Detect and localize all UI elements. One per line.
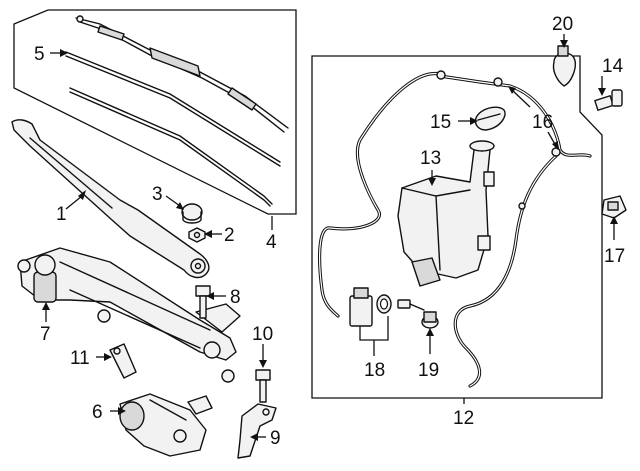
wiper-blade-refill [65,51,281,167]
bolt-10 [255,369,271,403]
wiper-arm [11,119,210,279]
callout-13: 13 [420,148,441,169]
callout-leaders [42,34,618,441]
clip-17 [601,195,627,219]
bolt-14 [594,89,623,111]
washer-group-frame [311,55,603,399]
callout-20: 20 [552,14,573,35]
wiper-blade-rubber [69,87,273,207]
callout-12: 12 [453,408,474,429]
washer-pump [349,287,373,327]
callout-17: 17 [604,246,625,267]
callout-6: 6 [92,402,103,423]
washer-reservoir [397,140,495,287]
wiper-linkage [17,247,241,383]
callout-4: 4 [266,232,277,253]
level-sensor [397,299,439,329]
callout-7: 7 [40,324,51,345]
bracket-9 [237,403,277,459]
pivot-nut [188,227,206,243]
callout-11: 11 [70,348,90,369]
bracket-11 [109,343,137,379]
pivot-cap [181,203,203,224]
callout-1: 1 [56,204,67,225]
washer-hose [318,70,592,388]
bolt-8 [195,285,211,319]
callout-10: 10 [252,324,273,345]
callout-14: 14 [602,56,624,77]
wiper-motor [119,393,213,457]
callout-3: 3 [152,184,163,205]
callout-19: 19 [418,360,439,381]
callout-15: 15 [430,112,451,133]
callout-18: 18 [364,360,385,381]
callout-5: 5 [34,44,45,65]
callout-8: 8 [230,287,241,308]
callout-9: 9 [270,428,281,449]
pump-grommet [376,294,392,314]
clip-20 [552,45,576,87]
callout-16: 16 [532,112,553,133]
callout-2: 2 [224,225,235,246]
blade-group-frame [13,9,297,215]
reservoir-cap [474,106,506,131]
wiper-blade-assembly [75,15,289,133]
